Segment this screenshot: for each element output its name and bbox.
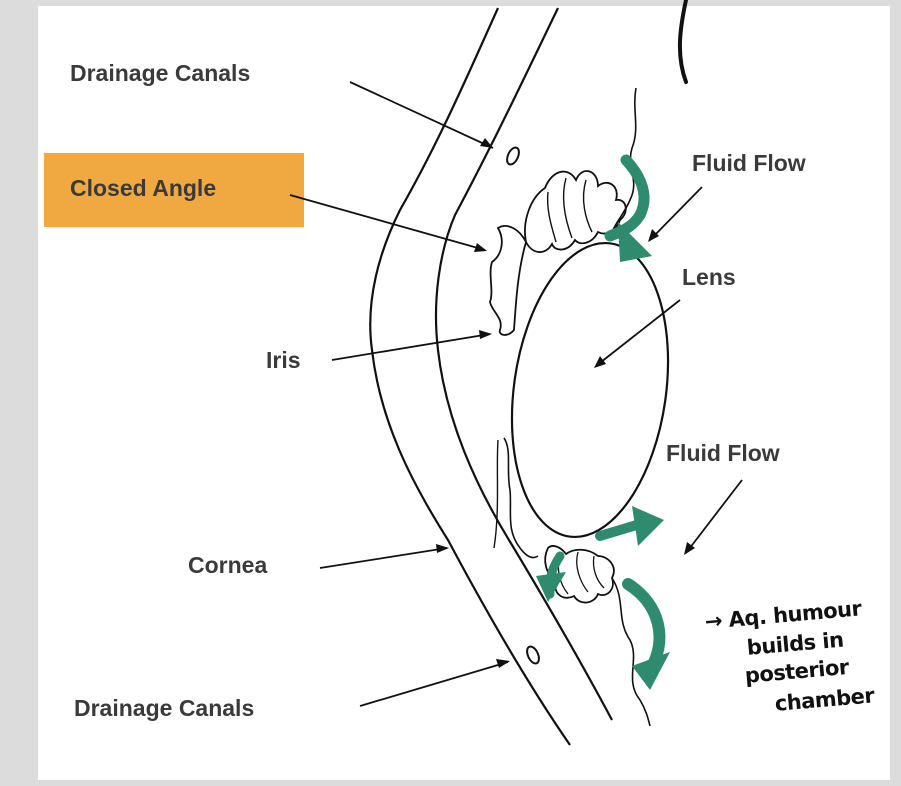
leader-drainage-top [350,82,493,148]
drainage-canal-bottom [525,645,542,666]
label-drainage-canals-bottom: Drainage Canals [74,695,254,722]
drainage-canal-top [505,146,522,167]
fluid-flow-arrow-bottom [628,584,659,670]
leader-fluid-flow-bottom [686,480,742,553]
label-iris: Iris [266,347,301,374]
leader-iris [332,334,490,360]
leader-closed-angle [290,195,485,250]
handwritten-bracket [680,0,686,82]
label-cornea: Cornea [188,552,267,579]
iris-top [490,226,526,335]
leader-cornea [320,548,447,568]
leader-drainage-bottom [360,662,508,706]
leader-fluid-flow-top [650,187,702,240]
label-fluid-flow-top: Fluid Flow [692,150,806,177]
label-fluid-flow-bottom: Fluid Flow [666,440,780,467]
label-drainage-canals-top: Drainage Canals [70,60,250,87]
fluid-flow-arrowhead-right [632,506,664,546]
label-closed-angle: Closed Angle [70,175,216,202]
label-lens: Lens [682,264,736,291]
lens-shape [494,233,686,547]
